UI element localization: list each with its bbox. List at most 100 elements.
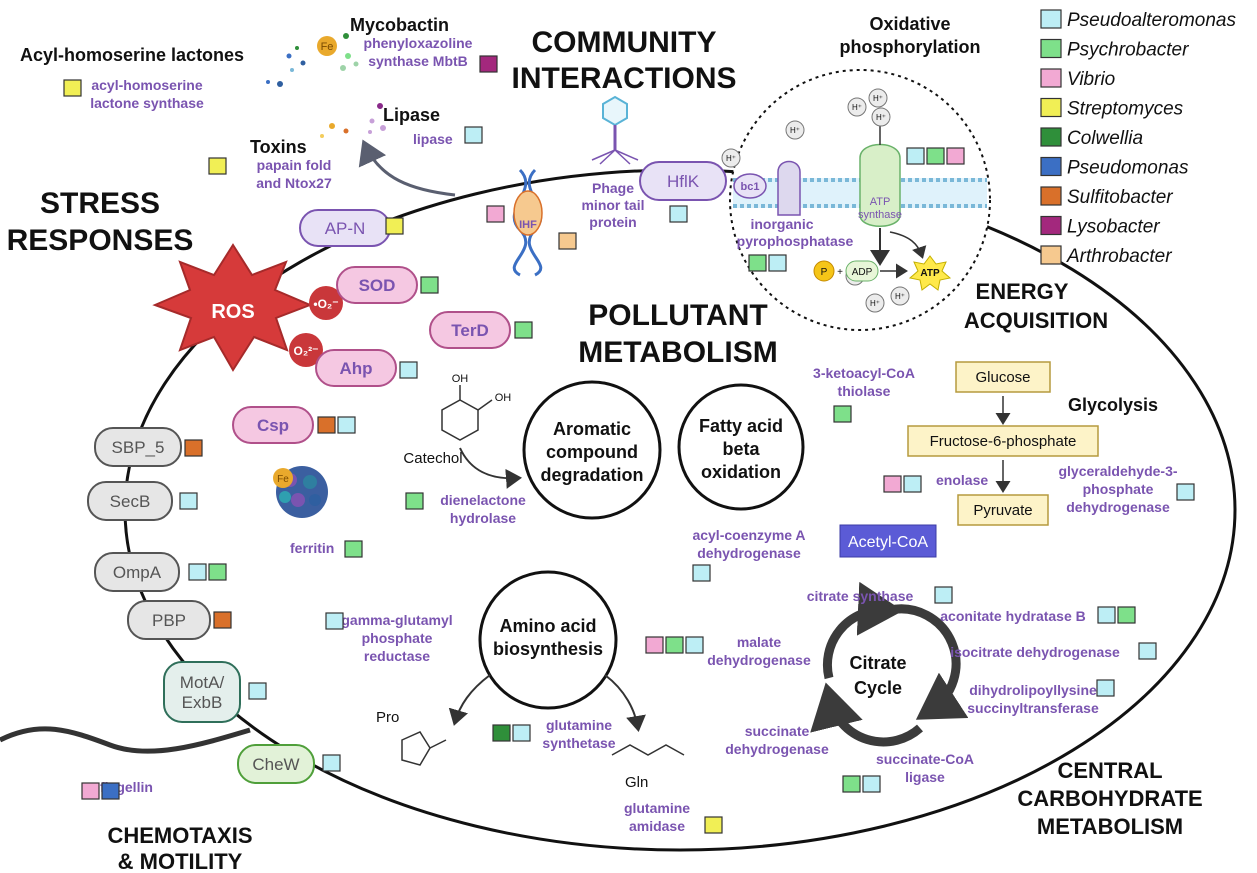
terd-pill: [429, 311, 511, 349]
taxon-square: [322, 754, 341, 772]
sdh-label: dehydrogenase: [725, 741, 829, 757]
isocitrate-label: isocitrate dehydrogenase: [950, 644, 1120, 660]
phage-icon: [591, 95, 639, 165]
taxon-square: [1138, 642, 1157, 660]
membrane-protein-label: CheW: [252, 755, 299, 774]
ahl-synthase-line1: acyl-homoserine: [91, 77, 202, 93]
lipase-enzyme: lipase: [413, 131, 453, 147]
papain-line1: papain fold: [257, 157, 332, 173]
taxon-square: [248, 682, 267, 700]
proton-label: H⁺: [726, 154, 736, 163]
taxon-square: [883, 475, 902, 493]
taxon-square: [317, 416, 336, 434]
sod-label: SOD: [359, 276, 396, 295]
proton-icon: [890, 286, 910, 306]
taxon-square: [1097, 606, 1116, 624]
proton-icon: [721, 148, 741, 168]
legend-swatch: [1040, 127, 1062, 147]
dienelactone-label: hydrolase: [450, 510, 516, 526]
taxon-square: [63, 79, 82, 97]
heading-community: COMMUNITY INTERACTIONS: [512, 26, 737, 95]
enolase-label: enolase: [936, 472, 988, 488]
legend-label: Vibrio: [1067, 69, 1115, 90]
fatty-line1: Fatty acid: [699, 416, 783, 436]
peroxide-icon: [289, 333, 323, 367]
acetyl-coa-label: Acetyl-CoA: [848, 534, 928, 551]
ppase-protein: [777, 160, 801, 216]
membrane-protein-pill: [87, 481, 173, 521]
secreted-molecules: [266, 33, 386, 138]
proton-label: H⁺: [790, 126, 800, 135]
pro-arrow: [448, 674, 491, 726]
taxon-square: [833, 405, 852, 423]
membrane-protein-label: MotA/: [180, 673, 225, 692]
ggpr-label: phosphate: [362, 630, 433, 646]
taxon-square: [208, 157, 227, 175]
taxon-square: [685, 636, 704, 654]
legend-label: Lysobacter: [1067, 217, 1160, 238]
membrane-protein-label: SBP_5: [112, 438, 165, 457]
scs-label: succinate-CoA: [876, 751, 974, 767]
heading-central-line1: CENTRAL: [1057, 758, 1162, 783]
glutamine-structure: [611, 744, 685, 756]
taxon-square: [184, 439, 203, 457]
aromatic-circle: [522, 380, 662, 520]
oxphos-title-line1: Oxidative: [869, 14, 950, 34]
taxon-square: [906, 147, 925, 165]
taxon-square: [1176, 483, 1195, 501]
glycolysis-title: Glycolysis: [1068, 395, 1158, 415]
acetyl-coa-box: [839, 524, 937, 558]
taxon-square: [101, 782, 120, 800]
proton-label: H⁺: [870, 299, 880, 308]
bc1-label: bc1: [741, 181, 760, 193]
heading-central-line2: CARBOHYDRATE: [1017, 786, 1202, 811]
heading-energy-line1: ENERGY: [976, 279, 1069, 304]
ppase-line2: pyrophosphatase: [737, 233, 854, 249]
phage-line3: protein: [589, 214, 636, 230]
legend-swatch: [1040, 68, 1062, 88]
citrate-synthase-label: citrate synthase: [807, 588, 914, 604]
taxon-square: [486, 205, 505, 223]
proton-icon: [785, 120, 805, 140]
acyl-coa-label: dehydrogenase: [697, 545, 801, 561]
gln-label: Gln: [625, 774, 648, 791]
ahp-label: Ahp: [339, 359, 372, 378]
taxon-square: [399, 361, 418, 379]
glutamine-synthetase-label: synthetase: [542, 735, 615, 751]
heading-chemotaxis-line1: CHEMOTAXIS: [107, 823, 252, 848]
heading-energy-line2: ACQUISITION: [964, 308, 1108, 333]
flagellum: [0, 726, 251, 754]
taxon-square: [213, 611, 232, 629]
hflk-label: HflK: [667, 172, 700, 191]
membrane-protein-label: PBP: [152, 611, 186, 630]
iron-label: Fe: [321, 41, 334, 53]
amino-line2: biosynthesis: [493, 639, 603, 659]
proton-label: H⁺: [895, 292, 905, 301]
mycobactin-label: Mycobactin: [350, 15, 449, 35]
bc1-complex: [733, 173, 767, 199]
glutamine-amidase-label: glutamine: [624, 800, 690, 816]
legend-label: Pseudoalteromonas: [1067, 10, 1236, 31]
thiolase-label: 3-ketoacyl-CoA: [813, 365, 915, 381]
terd-label: TerD: [451, 321, 488, 340]
csp-pill: [232, 406, 314, 444]
tca-line1: Citrate: [849, 653, 906, 673]
fatty-circle: [677, 383, 805, 511]
catechol-arrow: [459, 447, 522, 489]
heading-central-line3: METABOLISM: [1037, 814, 1183, 839]
taxon-square: [558, 232, 577, 250]
heading-pollutant-line1: POLLUTANT: [588, 299, 767, 332]
taxon-square: [842, 775, 861, 793]
legend-swatch: [1040, 245, 1062, 265]
ggpr-label: reductase: [364, 648, 430, 664]
membrane-protein-label: SecB: [110, 492, 151, 511]
taxon-square: [385, 217, 404, 235]
csp-label: Csp: [257, 416, 289, 435]
membrane-protein-pill: [94, 552, 180, 592]
adp-label: ADP: [852, 267, 873, 278]
phosphate-label: P: [821, 267, 828, 278]
dld-label: dihydrolipoyllysine: [969, 682, 1097, 698]
ppase-line1: inorganic: [750, 216, 813, 232]
